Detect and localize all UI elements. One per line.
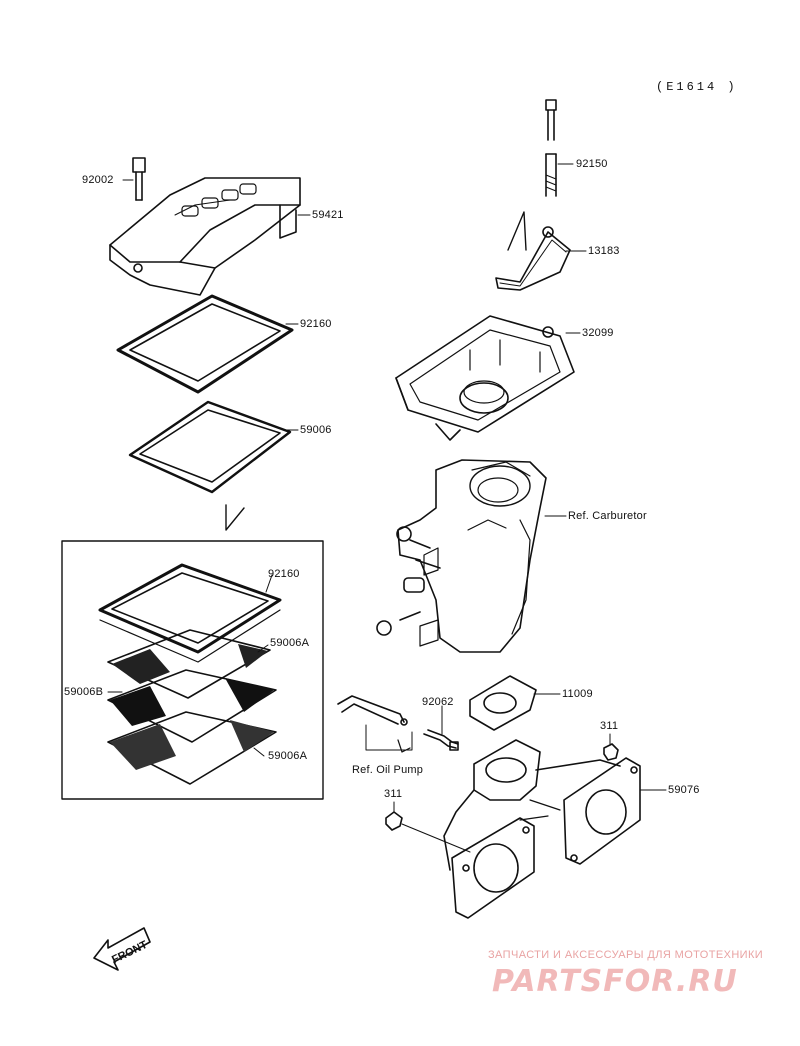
- diagram-code: (E1614 ): [656, 80, 738, 94]
- element-59006: [128, 400, 292, 494]
- label-92002: 92002: [82, 174, 114, 186]
- label-oil-pump: Ref. Oil Pump: [352, 764, 424, 776]
- label-59076: 59076: [668, 784, 700, 796]
- carburetor: [376, 459, 547, 653]
- watermark-tagline: ЗАПЧАСТИ И АКСЕССУАРЫ ДЛЯ МОТОТЕХНИКИ: [488, 949, 764, 961]
- label-311-left: 311: [384, 788, 403, 800]
- label-59421: 59421: [312, 209, 344, 221]
- explode-arrow-left: [225, 504, 245, 531]
- gasket-11009: [469, 675, 537, 731]
- bracket-13183: [495, 226, 571, 291]
- label-92160-box: 92160: [268, 568, 300, 580]
- gasket-92160-box: [98, 563, 282, 663]
- nipple-92062: [423, 729, 459, 751]
- screen-59006A-bottom: [107, 711, 277, 785]
- intake-manifold-59076: [443, 739, 641, 919]
- stud-92150: [545, 99, 557, 197]
- label-59006A-top: 59006A: [270, 637, 310, 649]
- leader-59006A-top: [257, 644, 269, 653]
- label-carburetor: Ref. Carburetor: [568, 510, 647, 522]
- detail-box: [61, 540, 324, 800]
- watermark-logo: PARTSFOR.RU: [492, 964, 738, 999]
- label-11009: 11009: [562, 688, 593, 700]
- label-92150: 92150: [576, 158, 608, 170]
- base-plate-32099: [395, 315, 575, 441]
- label-32099: 32099: [582, 327, 614, 339]
- label-59006B: 59006B: [64, 686, 104, 698]
- label-59006A-bottom: 59006A: [268, 750, 308, 762]
- leader-311-left-2: [401, 823, 471, 853]
- label-59006: 59006: [300, 424, 332, 436]
- leader-92160-box: [265, 574, 273, 593]
- nut-311-left: [385, 811, 403, 831]
- label-311-right: 311: [600, 720, 619, 732]
- explode-arrow-right: [507, 211, 527, 251]
- bolt-92002: [132, 157, 146, 201]
- label-92160-top: 92160: [300, 318, 332, 330]
- front-arrow-icon: [93, 927, 151, 971]
- leader-59006A-bottom: [253, 747, 265, 757]
- leader-oil-pump: [365, 724, 413, 751]
- nut-311-right: [603, 743, 619, 761]
- label-92062: 92062: [422, 696, 454, 708]
- oil-pump-hose: [337, 695, 411, 753]
- gasket-92160: [116, 294, 294, 394]
- air-cover-59421: [109, 177, 301, 296]
- screen-59006B: [107, 669, 277, 743]
- label-13183: 13183: [588, 245, 620, 257]
